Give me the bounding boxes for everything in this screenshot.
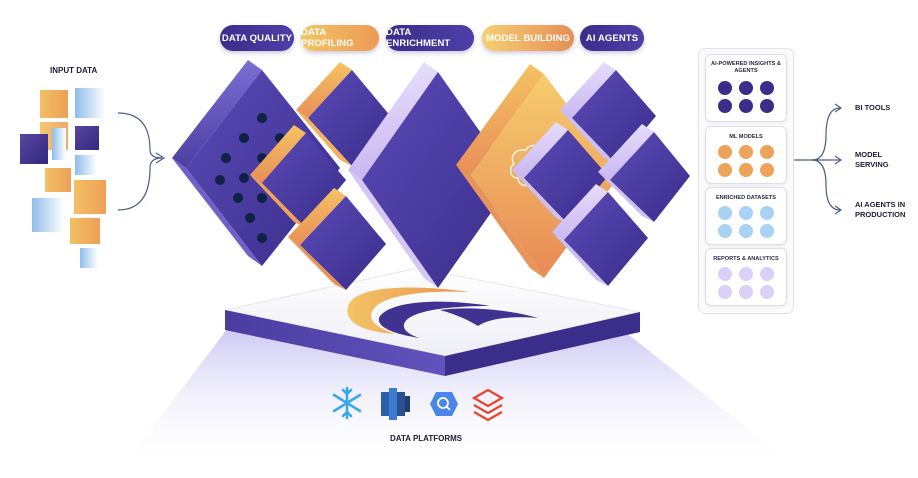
product-dot [760,163,774,177]
product-dot [760,267,774,281]
product-card-title: ENRICHED DATASETS [715,195,777,201]
stage-pill-model-building: MODEL BUILDING [482,25,574,51]
product-dots [718,267,774,299]
product-dot [718,285,732,299]
stage-label: DATA PROFILING [301,27,354,49]
product-dot [760,206,774,220]
stage-label: DATA QUALITY [221,32,293,44]
product-dots [718,206,774,238]
product-dot [739,224,753,238]
product-dot [739,285,753,299]
stage-pill-data-profiling: DATA PROFILING [301,25,379,51]
light-beam [120,328,800,470]
product-dot [718,81,732,95]
bigquery-icon [430,392,458,416]
product-dot [718,99,732,113]
product-dot [739,267,753,281]
input-data-mosaic [20,88,106,268]
product-dot [760,145,774,159]
platform [224,267,641,376]
product-card-reports-analytics: REPORTS & ANALYTICS [705,248,787,306]
product-card-enriched-datasets: ENRICHED DATASETS [705,187,787,245]
snowflake-icon [332,386,362,420]
product-dot [760,285,774,299]
input-arrows [117,112,166,211]
product-dot [760,99,774,113]
product-dot [739,99,753,113]
redshift-icon [381,388,410,420]
product-card-ml-models: ML MODELS [705,126,787,184]
product-dot [739,145,753,159]
product-dot [739,206,753,220]
input-data-label: INPUT DATA [50,66,98,75]
stage-pill-data-enrichment: DATA ENRICHMENT [386,25,474,51]
stage-label: MODEL BUILDING [485,32,571,44]
output-arrows [792,103,843,215]
data-platforms-label: DATA PLATFORMS [390,434,463,443]
product-dot [718,267,732,281]
product-card-title: REPORTS & ANALYTICS [713,256,779,262]
output-bi-tools: BI TOOLS [855,103,891,112]
platform-logo [347,287,538,338]
product-dot [739,163,753,177]
stage-pill-data-quality: DATA QUALITY [220,25,294,51]
product-card-title: AI-POWERED INSIGHTS & AGENTS [711,61,781,74]
product-dots [718,81,774,113]
product-dot [739,81,753,95]
product-card-ai-insights: AI-POWERED INSIGHTS & AGENTS [705,54,787,122]
stage-label: AI AGENTS [585,32,639,44]
product-dot [718,163,732,177]
product-dot [760,81,774,95]
product-dot [760,224,774,238]
product-card-title: ML MODELS [729,134,763,140]
stage-label: DATA ENRICHMENT [386,27,451,49]
output-model-serving: MODEL SERVING [855,150,889,169]
data-enrichment-block [348,62,514,288]
output-ai-agents-production: AI AGENTS IN PRODUCTION [855,200,906,219]
product-dot [718,224,732,238]
product-dot [718,206,732,220]
product-dots [718,145,774,177]
product-dot [718,145,732,159]
stage-pill-ai-agents: AI AGENTS [580,25,644,51]
databricks-icon [471,388,505,422]
ai-agents-block [512,62,690,286]
